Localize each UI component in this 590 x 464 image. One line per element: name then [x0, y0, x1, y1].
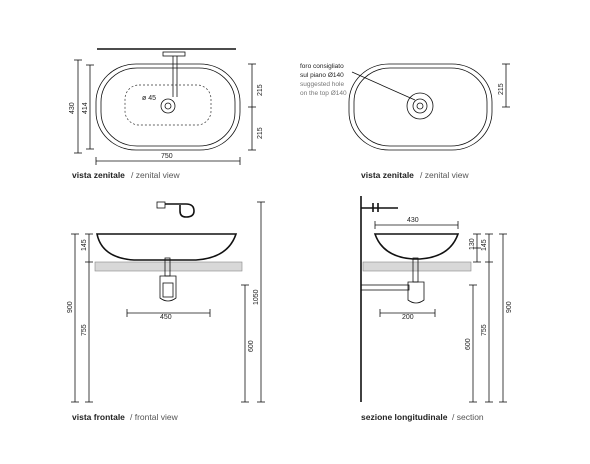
zenital-view-right: foro consigliato sul piano Ø140 suggeste… — [300, 63, 510, 180]
dim-600-section: 600 — [465, 338, 472, 350]
waste-pipe — [360, 284, 410, 291]
basin-outline-right — [348, 63, 493, 151]
dim-430-section: 430 — [407, 217, 419, 224]
dim-215-upper: 215 — [257, 84, 264, 96]
note-it-1: foro consigliato — [300, 63, 344, 70]
drain-outer-right — [412, 98, 428, 114]
dim-450: 450 — [160, 314, 172, 321]
leader-line — [351, 71, 416, 101]
dim-750: 750 — [161, 153, 173, 160]
dim-200: 200 — [402, 314, 414, 321]
dim-600-front: 600 — [248, 340, 255, 352]
section-view: 430 200 600 130 145 755 900 sezione long… — [360, 196, 513, 422]
basin-front — [96, 233, 238, 261]
basin-inner-outline-right — [353, 67, 488, 147]
note-en-1: suggested hole — [300, 81, 344, 88]
spout-base — [162, 51, 186, 57]
countertop-section — [362, 261, 472, 272]
drain-outer — [160, 98, 176, 114]
dim-430: 430 — [69, 102, 76, 114]
bottle-trap-section — [407, 281, 425, 304]
dim-755-front: 755 — [81, 324, 88, 336]
note-en-2: on the top Ø140 — [300, 90, 347, 97]
caption-section-it: sezione longitudinale — [361, 412, 448, 422]
bottle-trap — [159, 275, 177, 302]
dim-145-section: 145 — [481, 239, 488, 251]
drain-inner — [164, 102, 172, 110]
dim-900-front: 900 — [67, 301, 74, 313]
frontal-view: 450 900 145 755 1050 600 vista frontale … — [67, 201, 265, 422]
countertop — [94, 261, 243, 272]
caption-zenital-left-it: vista zenitale — [72, 170, 125, 180]
dim-755-section: 755 — [481, 324, 488, 336]
dim-215-right: 215 — [498, 83, 505, 95]
trap-body — [162, 282, 174, 298]
dim-130: 130 — [469, 238, 476, 250]
zenital-view-left: ø 45 430 414 215 215 750 vista zenitale … — [69, 48, 264, 180]
basin-inner-outline — [100, 67, 236, 147]
wall-spout — [361, 203, 398, 212]
caption-zenital-right-it: vista zenitale — [361, 170, 414, 180]
dim-1050: 1050 — [253, 289, 260, 305]
caption-zenital-left-en: / zenital view — [131, 170, 181, 180]
basin-outline — [95, 63, 241, 151]
caption-frontal-it: vista frontale — [72, 412, 125, 422]
hole-dim-label: ø 45 — [142, 95, 156, 102]
tap-wall-plate — [156, 201, 166, 209]
suggested-hole-circle — [406, 92, 434, 120]
note-it-2: sul piano Ø140 — [300, 72, 344, 79]
caption-section-en: / section — [452, 412, 484, 422]
caption-frontal-en: / frontal view — [130, 412, 179, 422]
dim-215-lower: 215 — [257, 127, 264, 139]
tap-lever — [165, 203, 195, 218]
dim-900-section: 900 — [506, 301, 513, 313]
drain-area-dashed — [124, 84, 212, 126]
dim-145-front: 145 — [81, 239, 88, 251]
caption-zenital-right-en: / zenital view — [420, 170, 470, 180]
dim-414: 414 — [82, 102, 89, 114]
basin-section — [373, 233, 460, 260]
drain-inner-right — [416, 102, 424, 110]
